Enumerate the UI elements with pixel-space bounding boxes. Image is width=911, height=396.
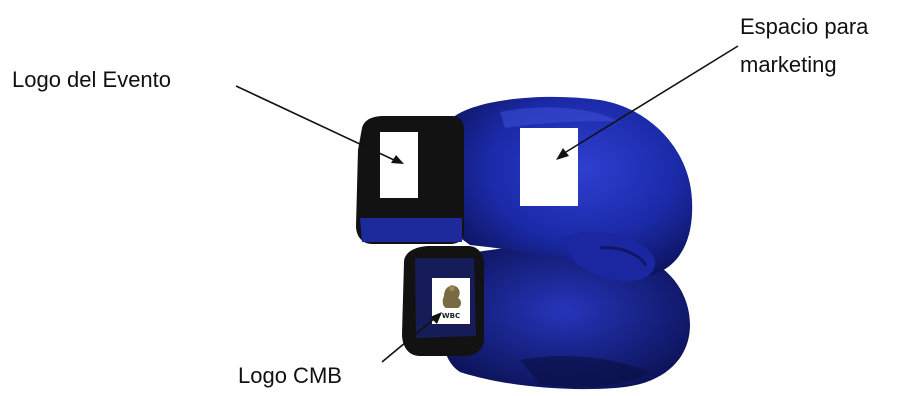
cmb-logo-label: Logo CMB [238,363,342,389]
marketing-label-line2: marketing [740,52,837,78]
marketing-label-line1: Espacio para [740,14,868,40]
wbc-emblem-text: WBC [442,312,460,320]
lower-glove-cuff: WBC [402,246,484,356]
event-logo-area [380,132,418,198]
upper-glove-cuff [356,116,464,244]
event-logo-label: Logo del Evento [12,67,171,93]
marketing-space-area [520,128,578,206]
